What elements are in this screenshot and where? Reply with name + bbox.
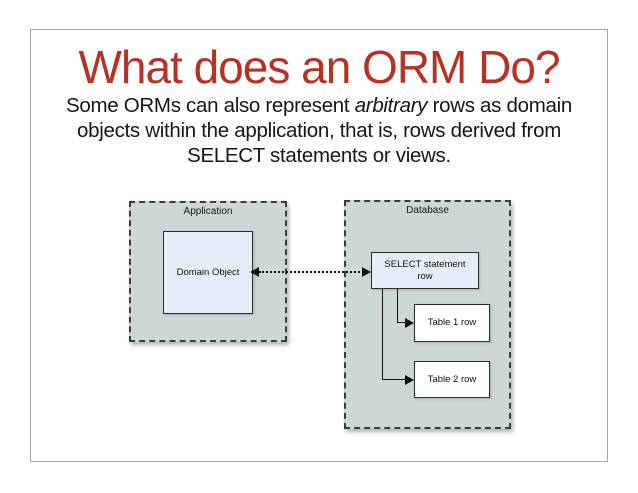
arrowhead-table2-icon xyxy=(405,375,414,385)
connector-horizontal-table2 xyxy=(382,379,407,380)
connector-horizontal-table1 xyxy=(397,322,407,323)
presentation-slide: What does an ORM Do? Some ORMs can also … xyxy=(30,29,608,462)
arrowhead-right-icon xyxy=(362,267,371,277)
connector-vertical-table1 xyxy=(397,289,398,323)
application-label: Application xyxy=(183,206,233,217)
body-line-3: SELECT statements or views. xyxy=(187,144,451,167)
slide-title: What does an ORM Do? xyxy=(78,41,560,93)
connector-vertical-table2 xyxy=(382,289,383,380)
body-line-1-pre: Some ORMs can also represent xyxy=(66,94,355,117)
body-line-1: Some ORMs can also represent arbitrary r… xyxy=(31,93,607,118)
body-line-1-italic: arbitrary xyxy=(354,94,428,117)
select-statement-row-node: SELECT statement row xyxy=(371,252,479,289)
arrowhead-left-icon xyxy=(250,267,259,277)
body-line-1-post: rows as domain xyxy=(427,94,573,117)
dotted-connector-line xyxy=(259,271,367,273)
database-label: Database xyxy=(406,205,449,216)
table-1-row-node: Table 1 row xyxy=(414,304,490,342)
arrowhead-table1-icon xyxy=(405,318,414,328)
slide-body-text: Some ORMs can also represent arbitrary r… xyxy=(31,93,607,168)
domain-object-node: Domain Object xyxy=(163,231,253,314)
table-2-row-node: Table 2 row xyxy=(414,361,490,398)
body-line-2: objects within the application, that is,… xyxy=(77,119,561,142)
